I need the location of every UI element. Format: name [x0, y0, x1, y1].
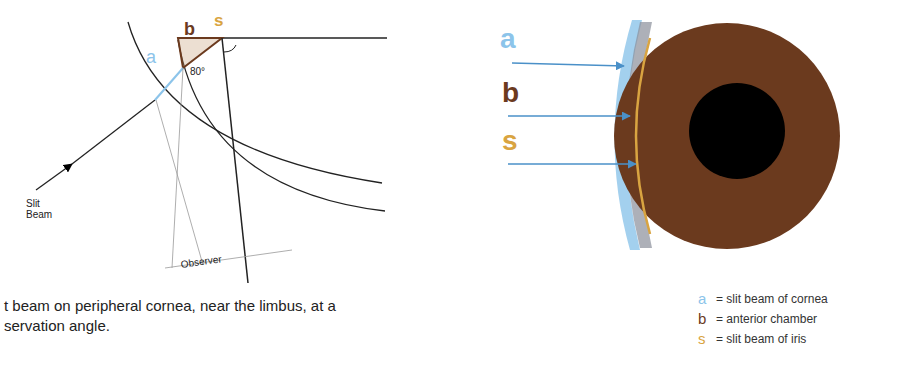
anterior-chamber-triangle	[178, 38, 222, 68]
part-letter: b	[502, 78, 519, 109]
figure-caption: t beam on peripheral cornea, near the li…	[4, 296, 384, 337]
slit-beam-line	[72, 100, 155, 164]
eye-illustration	[508, 20, 840, 250]
part-letter: b	[184, 20, 195, 40]
iris-beam	[636, 38, 650, 234]
beam-name: Slit Beam	[26, 198, 62, 220]
legend-letter: s	[698, 331, 706, 348]
pointer-arrow	[512, 63, 624, 66]
observation-line	[222, 38, 248, 283]
legend-text: = slit beam of cornea	[716, 293, 828, 306]
cornea-back-curve	[178, 40, 385, 211]
part-letter: s	[502, 126, 518, 157]
pupil	[689, 83, 785, 179]
observer-ray	[156, 100, 203, 265]
observer-name: Observer	[180, 253, 222, 270]
part-letter: s	[214, 12, 223, 31]
legend-text: = anterior chamber	[716, 313, 817, 326]
legend-letter: b	[698, 311, 706, 328]
angle-value: 80°	[190, 66, 205, 77]
cornea-beam-segment	[155, 68, 183, 100]
part-letter: a	[146, 48, 156, 68]
legend-text: = slit beam of iris	[716, 333, 806, 346]
pointer-arrow	[508, 115, 630, 117]
observer-ray	[172, 68, 183, 268]
iris	[614, 23, 840, 249]
slit-lamp-diagram	[36, 22, 387, 283]
legend-letter: a	[698, 291, 706, 308]
cornea-front-curve	[128, 22, 382, 183]
pointer-arrow	[508, 163, 636, 165]
angle-arc	[224, 45, 236, 52]
part-letter: a	[500, 24, 516, 55]
beam-arrow	[36, 164, 72, 190]
